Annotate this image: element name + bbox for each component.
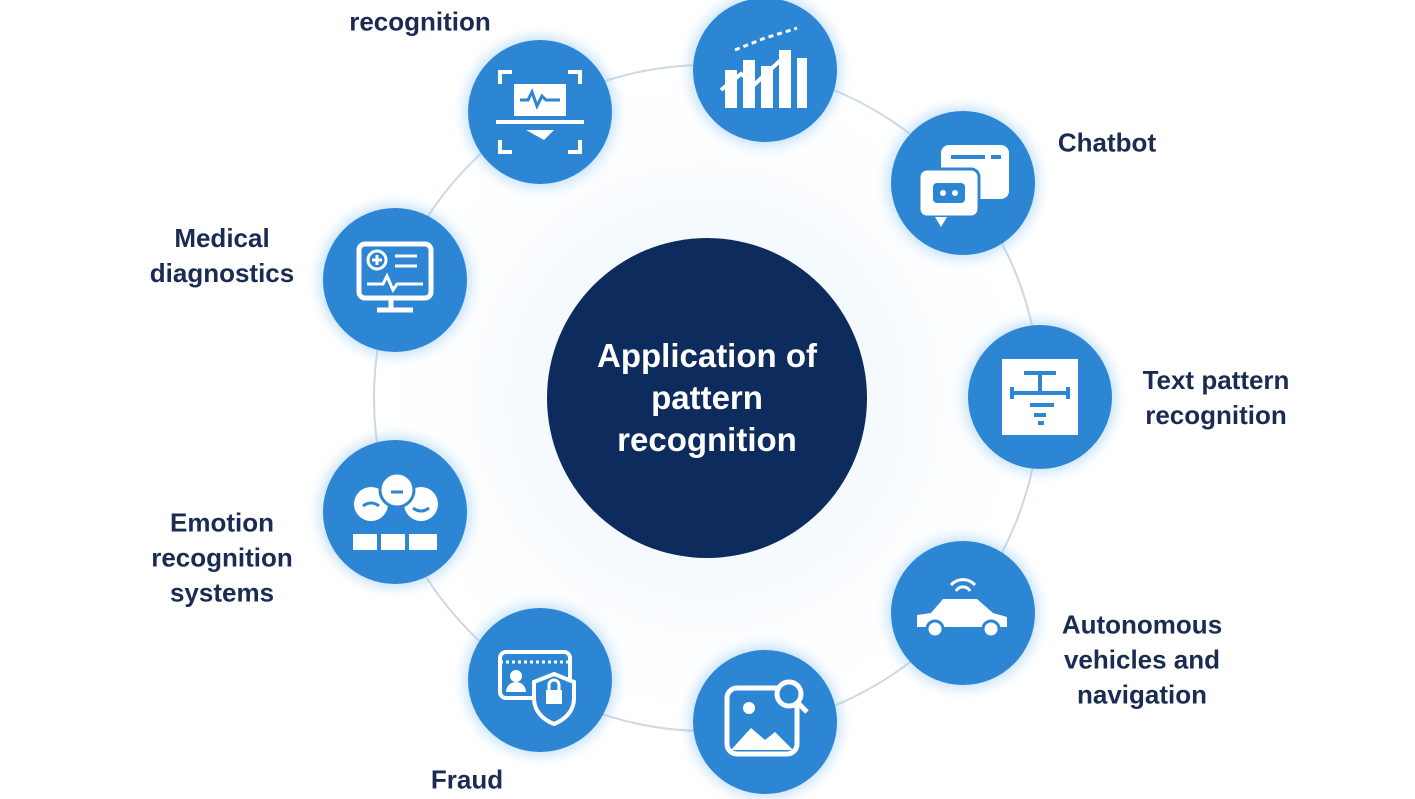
medical-monitor-icon	[356, 241, 434, 313]
node-emotion-recognition	[319, 436, 471, 588]
center-circle	[547, 238, 867, 558]
label-text-pattern: Text pattern recognition	[1142, 365, 1290, 430]
node-medical-diagnostics	[319, 204, 471, 356]
node-voice-recognition	[464, 36, 616, 188]
label-medical-diagnostics: Medical diagnostics	[149, 223, 295, 288]
emotion-faces-icon	[353, 471, 438, 550]
image-search-icon	[724, 679, 809, 757]
node-autonomous-vehicles	[887, 537, 1039, 689]
connected-car-icon	[917, 578, 1007, 639]
label-emotion-recognition: Emotion recognition systems	[151, 507, 293, 608]
voice-waveform-scan-icon	[496, 70, 584, 154]
label-voice-recognition: recognition	[349, 6, 491, 37]
bar-chart-trend-icon	[719, 26, 807, 108]
label-autonomous-vehicles: Autonomous vehicles and navigation	[1061, 609, 1223, 710]
center-title: Application of pattern recognition	[597, 337, 817, 458]
text-pattern-icon	[1002, 359, 1078, 435]
label-chatbot: Chatbot	[1057, 127, 1157, 158]
chatbot-icon	[917, 145, 1009, 227]
node-fraud-detection	[464, 604, 616, 756]
node-chatbot	[887, 107, 1039, 259]
node-analytics	[689, 0, 841, 146]
label-fraud: Fraud	[430, 764, 504, 795]
id-card-shield-icon	[498, 650, 576, 727]
node-image-recognition	[689, 646, 841, 798]
node-text-pattern	[964, 321, 1116, 473]
